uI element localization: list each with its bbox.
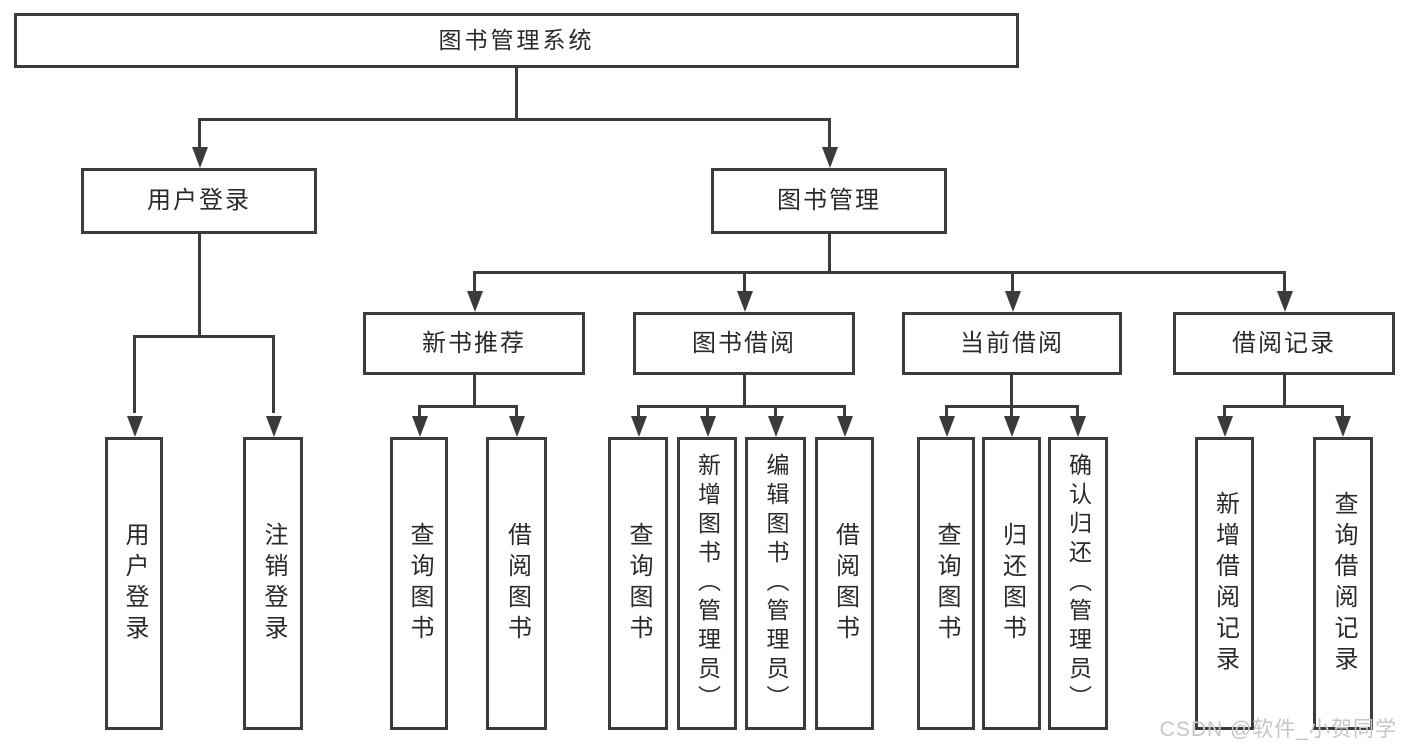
edge-recommend-drop-1 [418, 405, 421, 417]
edge-login-drop-1 [133, 335, 136, 413]
edge-borrowing-drop-4 [843, 405, 846, 417]
edge-current-drop-2 [1010, 405, 1013, 417]
edge-root-stem [515, 66, 518, 119]
arrowhead-records-leaf-2 [1335, 416, 1351, 437]
arrowhead-recommend-leaf-2 [509, 416, 525, 437]
node-l2-book-borrowing: 图书借阅 [633, 312, 855, 375]
node-leaf-query-books-recommend: 查询图书 [390, 437, 448, 730]
edge-records-hbar [1223, 405, 1344, 408]
node-l2-borrowing-records: 借阅记录 [1173, 312, 1395, 375]
node-leaf-borrow-books-recommend: 借阅图书 [486, 437, 547, 730]
arrowhead-borrowing-leaf-1 [631, 416, 647, 437]
edge-current-drop-1 [945, 405, 948, 417]
node-leaf-user-login: 用户登录 [105, 437, 163, 730]
arrowhead-login-leaf-1 [127, 416, 143, 437]
arrowhead-current-leaf-1 [939, 416, 955, 437]
node-leaf-return-books: 归还图书 [982, 437, 1041, 730]
node-l2-new-book-recommend: 新书推荐 [363, 312, 585, 375]
node-leaf-query-books-current: 查询图书 [917, 437, 975, 730]
node-leaf-add-borrow-record: 新增借阅记录 [1195, 437, 1254, 730]
arrowhead-new-book [467, 291, 483, 312]
edge-login-stem [198, 234, 201, 338]
node-leaf-logout: 注销登录 [243, 437, 303, 730]
node-leaf-edit-book-admin: 编辑图书（管理员） [745, 437, 806, 730]
edge-records-stem [1283, 375, 1286, 408]
edge-mgmt-drop-1 [473, 271, 476, 293]
node-l2-current-borrowing: 当前借阅 [902, 312, 1122, 375]
arrowhead-current-leaf-3 [1070, 416, 1086, 437]
edge-mgmt-drop-3 [1011, 271, 1014, 293]
arrowhead-records-leaf-1 [1217, 416, 1233, 437]
edge-current-drop-3 [1076, 405, 1079, 417]
arrowhead-current-borrow [1005, 291, 1021, 312]
node-leaf-borrow-books-borrowing: 借阅图书 [815, 437, 874, 730]
arrowhead-borrowing-leaf-2 [700, 416, 716, 437]
arrowhead-login-leaf-2 [266, 416, 282, 437]
edge-recommend-hbar [418, 405, 518, 408]
arrowhead-borrow-records [1277, 291, 1293, 312]
arrowhead-borrowing-leaf-4 [837, 416, 853, 437]
arrowhead-recommend-leaf-1 [412, 416, 428, 437]
arrowhead-user-login [192, 147, 208, 168]
arrowhead-book-borrow [737, 291, 753, 312]
edge-root-drop-right [828, 118, 831, 150]
edge-borrowing-drop-2 [706, 405, 709, 417]
node-leaf-add-book-admin: 新增图书（管理员） [677, 437, 737, 730]
node-leaf-query-books-borrowing: 查询图书 [608, 437, 668, 730]
edge-borrowing-hbar [637, 405, 846, 408]
arrowhead-book-mgmt [822, 147, 838, 168]
edge-borrowing-drop-1 [637, 405, 640, 417]
edge-recommend-stem [473, 375, 476, 408]
edge-mgmt-drop-4 [1283, 271, 1286, 293]
edge-mgmt-stem [828, 234, 831, 274]
edge-root-hbar [198, 118, 831, 121]
node-leaf-confirm-return-admin: 确认归还（管理员） [1048, 437, 1108, 730]
node-l1-user-login: 用户登录 [81, 168, 317, 234]
edge-records-drop-2 [1341, 405, 1344, 417]
node-leaf-query-borrow-record: 查询借阅记录 [1313, 437, 1373, 730]
node-l1-book-mgmt: 图书管理 [711, 168, 947, 234]
edge-current-stem [1010, 375, 1013, 408]
edge-recommend-drop-2 [515, 405, 518, 417]
edge-mgmt-drop-2 [743, 271, 746, 293]
edge-borrowing-stem [743, 375, 746, 408]
edge-borrowing-drop-3 [774, 405, 777, 417]
arrowhead-borrowing-leaf-3 [768, 416, 784, 437]
node-root: 图书管理系统 [14, 13, 1019, 68]
csdn-watermark: CSDN @软件_小贺同学 [1159, 718, 1397, 741]
edge-login-hbar [133, 335, 275, 338]
edge-login-drop-2 [272, 335, 275, 413]
edge-root-drop-left [198, 118, 201, 150]
arrowhead-current-leaf-2 [1004, 416, 1020, 437]
edge-mgmt-hbar [473, 271, 1286, 274]
edge-records-drop-1 [1223, 405, 1226, 417]
